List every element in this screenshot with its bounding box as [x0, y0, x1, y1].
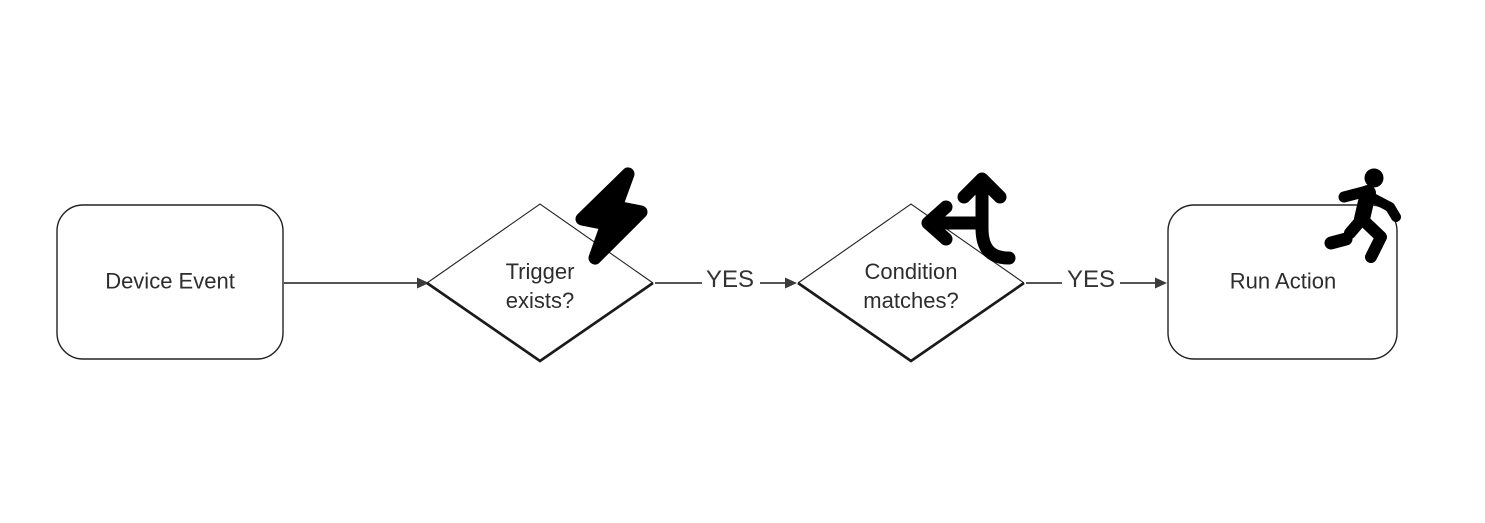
icon-up-arrowhead	[957, 172, 1007, 204]
diamond-bottom-edges	[426, 281, 654, 363]
node-device-event-shape	[56, 204, 284, 360]
edge-device-to-trigger-arrowhead	[417, 277, 429, 289]
edge-label-yes-2: YES	[1066, 266, 1116, 293]
icon-stem	[975, 174, 1016, 265]
edge-trigger-to-condition-arrowhead	[785, 277, 797, 289]
runner-front-arm	[1364, 191, 1401, 222]
runner-head	[1364, 168, 1384, 188]
node-condition-matches-label: Condition matches?	[863, 259, 959, 313]
runner-front-leg	[1356, 213, 1387, 263]
person-running-icon	[1324, 168, 1401, 263]
directions-split-icon	[921, 172, 1016, 265]
node-run-action-label: Run Action	[1229, 268, 1337, 294]
runner-shoe	[1324, 232, 1353, 250]
edge-condition-to-action-arrowhead	[1155, 277, 1167, 289]
node-trigger-exists-shape	[426, 203, 654, 363]
diamond-bottom-edges	[797, 281, 1025, 363]
diamond-top-edges	[426, 203, 654, 284]
edge-label-yes-1: YES	[705, 266, 755, 293]
lightning-bolt-icon	[575, 167, 648, 265]
node-trigger-exists-label: Trigger exists?	[505, 259, 575, 313]
icon-left-arrowhead	[921, 200, 953, 246]
runner-back-leg	[1344, 213, 1368, 239]
node-device-event-label: Device Event	[105, 268, 235, 294]
